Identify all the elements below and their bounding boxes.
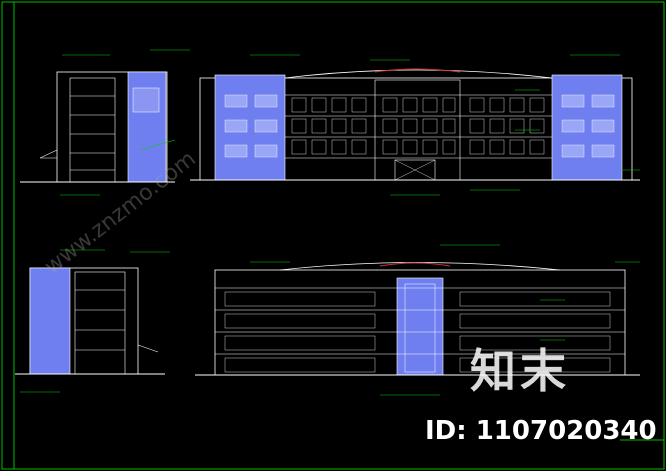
brand-watermark: 知末 — [470, 344, 570, 398]
id-watermark: ID: 1107020340 — [425, 416, 657, 446]
front-elevation-top — [190, 54, 640, 196]
rear-elevation-bottom — [195, 244, 640, 396]
side-elevation-bottom — [15, 249, 170, 393]
side-elevation-top — [20, 49, 190, 196]
